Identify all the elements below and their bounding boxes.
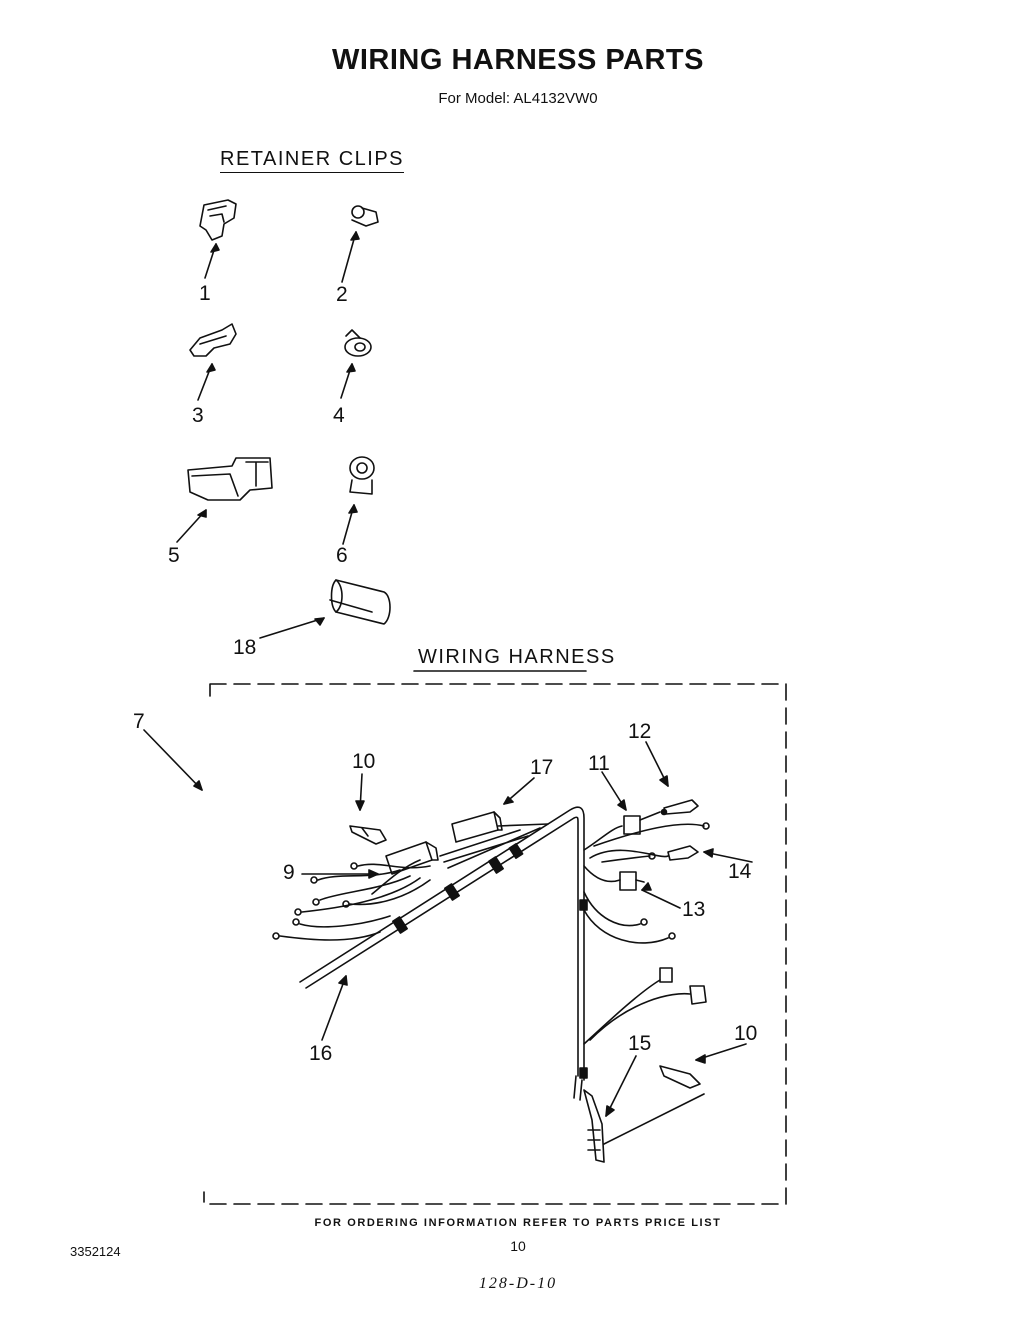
page-number: 10 [510, 1238, 526, 1254]
harness-boundary [203, 683, 787, 1205]
terminal-14 [589, 822, 753, 863]
terminal-10-lower [659, 1043, 747, 1089]
connector-15 [603, 1055, 705, 1145]
connector-11 [583, 771, 661, 851]
connector-13 [583, 865, 681, 909]
retainer-clip-5 [176, 457, 273, 543]
retainer-sleeve-18 [259, 579, 391, 639]
terminal-10-upper [349, 773, 387, 845]
callout-3: 3 [192, 404, 204, 427]
callout-15: 15 [628, 1032, 652, 1055]
callout-12: 12 [628, 720, 652, 743]
callout-10-lower: 10 [734, 1022, 758, 1045]
harness-wires-right [583, 891, 707, 1045]
connector-17 [451, 777, 535, 843]
terminal-12 [645, 741, 699, 816]
retainer-clip-4 [340, 329, 372, 399]
retainer-clip-2 [341, 205, 379, 283]
callout-5: 5 [168, 544, 180, 567]
retainer-clip-6 [342, 456, 375, 545]
retainer-clip-1 [199, 199, 237, 279]
leader-7 [143, 729, 203, 791]
callout-18: 18 [233, 636, 257, 659]
callout-14: 14 [728, 860, 752, 883]
callout-4: 4 [333, 404, 345, 427]
harness-wires-left [272, 823, 549, 1041]
callout-13: 13 [682, 898, 706, 921]
callout-9: 9 [283, 861, 295, 884]
callout-6: 6 [336, 544, 348, 567]
callout-1: 1 [199, 282, 211, 305]
callout-2: 2 [336, 283, 348, 306]
retainer-clip-3 [189, 323, 237, 401]
document-number: 3352124 [70, 1244, 121, 1259]
section-heading-retainer-clips: RETAINER CLIPS [220, 148, 404, 173]
ordering-note: FOR ORDERING INFORMATION REFER TO PARTS … [314, 1217, 722, 1229]
connector-9 [301, 841, 439, 879]
handwritten-note: 128-D-10 [478, 1275, 558, 1292]
callout-11: 11 [588, 752, 610, 775]
page-title: WIRING HARNESS PARTS [332, 44, 704, 76]
callout-7: 7 [133, 710, 145, 733]
callout-10-upper: 10 [352, 750, 376, 773]
callout-16: 16 [309, 1042, 333, 1065]
harness-trunk [299, 806, 605, 1163]
callout-17: 17 [530, 756, 554, 779]
section-heading-wiring-harness: WIRING HARNESS [418, 646, 616, 668]
model-line: For Model: AL4132VW0 [438, 90, 598, 107]
